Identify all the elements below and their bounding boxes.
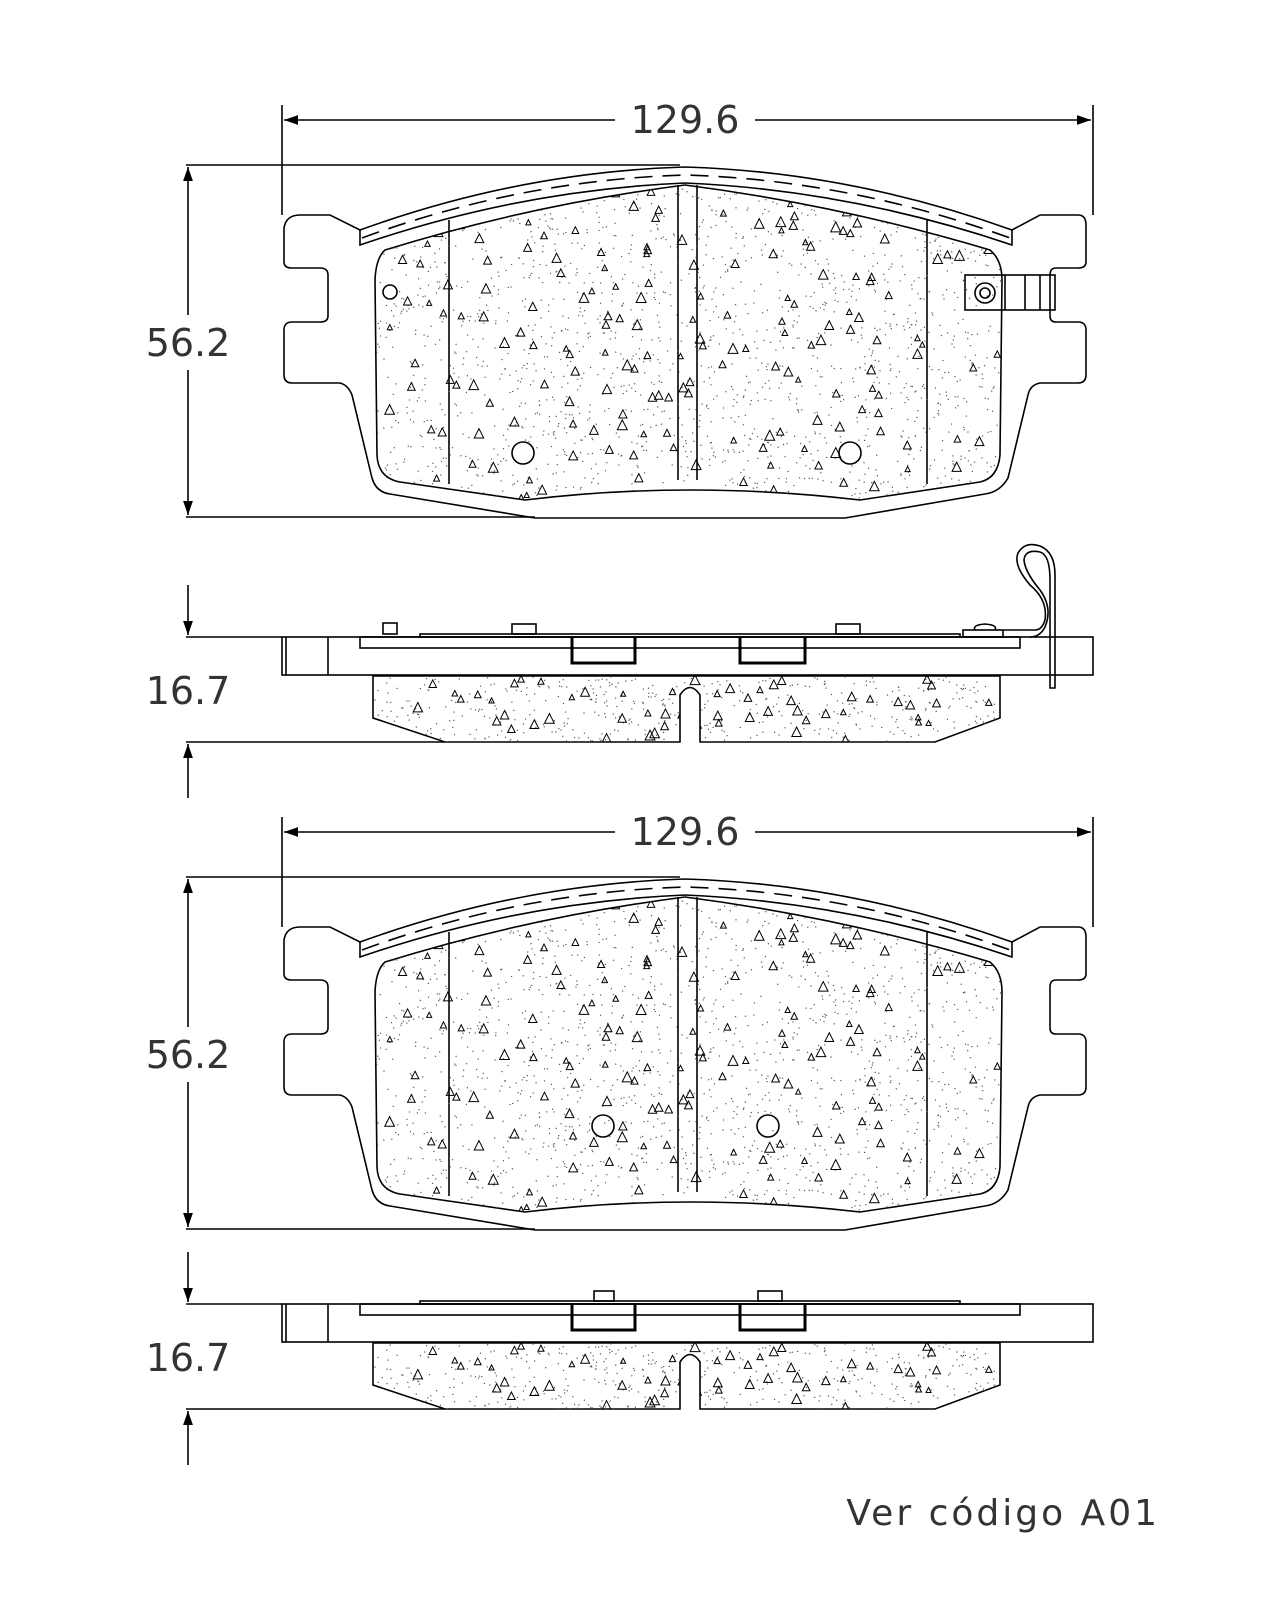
thickness-label: 16.7 — [146, 669, 231, 713]
top-pad-side-view — [282, 543, 1093, 746]
top-width-dimension: 129.6 — [281, 98, 1094, 215]
wear-indicator-front — [964, 274, 1056, 311]
hole-icon — [756, 1114, 780, 1138]
height-label: 56.2 — [146, 1033, 231, 1077]
hole-icon — [838, 441, 862, 465]
height-label: 56.2 — [146, 321, 231, 365]
width-label: 129.6 — [631, 98, 740, 142]
top-pad-front-view — [284, 167, 1086, 518]
hole-icon — [382, 284, 398, 300]
width-label: 129.6 — [631, 810, 740, 854]
top-thickness-dimension: 16.7 — [146, 585, 445, 798]
hole-icon — [591, 1114, 615, 1138]
bottom-thickness-dimension: 16.7 — [146, 1252, 445, 1465]
bottom-width-dimension: 129.6 — [281, 810, 1094, 927]
wear-indicator-clip — [962, 543, 1056, 689]
bottom-height-dimension: 56.2 — [146, 876, 680, 1230]
bottom-pad-side-view — [282, 1290, 1093, 1412]
top-height-dimension: 56.2 — [146, 164, 680, 518]
reference-note: Ver código A01 — [846, 1493, 1160, 1534]
hole-icon — [511, 441, 535, 465]
thickness-label: 16.7 — [146, 1336, 231, 1380]
bottom-pad-front-view — [284, 879, 1086, 1230]
